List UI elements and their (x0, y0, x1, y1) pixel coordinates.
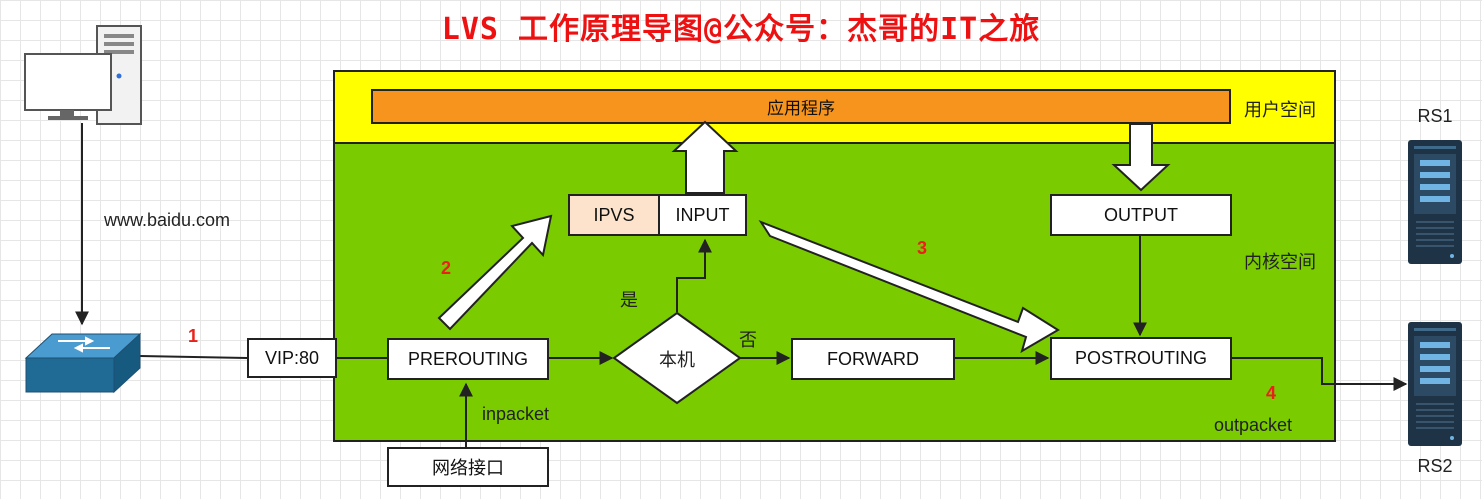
step-1-label: 1 (188, 326, 199, 346)
rs1-label: RS1 (1417, 106, 1453, 126)
step-2-label: 2 (441, 258, 452, 278)
step-4-label: 4 (1266, 383, 1277, 403)
decision-diamond (612, 311, 742, 405)
yes-label: 是 (620, 290, 638, 310)
rs2-server-icon (1408, 322, 1462, 446)
step-3-label: 3 (917, 238, 928, 258)
prerouting-box: PREROUTING (387, 338, 549, 380)
url-label: www.baidu.com (104, 210, 231, 230)
rs2-label: RS2 (1417, 456, 1453, 476)
decision-label: 本机 (659, 350, 695, 370)
client-computer-icon (24, 25, 142, 125)
application-box: 应用程序 (371, 89, 1231, 124)
switch-to-vip-line (139, 355, 248, 359)
step2-arrow (437, 214, 553, 331)
diagram-title: LVS 工作原理导图@公众号：杰哥的IT之旅 (441, 12, 1041, 47)
kernel-space-label: 内核空间 (1244, 252, 1316, 272)
kernel-space-region (333, 142, 1336, 442)
output-box: OUTPUT (1050, 194, 1232, 236)
network-switch-icon (24, 332, 142, 394)
input-up-arrow (671, 120, 739, 194)
rs1-server-icon (1408, 140, 1462, 264)
decision-to-input-line (676, 238, 712, 312)
postrouting-to-rs2-line (1231, 357, 1408, 391)
forward-box: FORWARD (791, 338, 955, 380)
vip-box: VIP:80 (247, 338, 337, 378)
step3-arrow (758, 219, 1060, 354)
ipvs-box: IPVS (568, 194, 660, 236)
user-space-label: 用户空间 (1244, 100, 1316, 120)
outpacket-label: outpacket (1214, 415, 1293, 435)
no-label: 否 (739, 330, 757, 350)
app-to-output-arrow (1111, 123, 1171, 192)
inpacket-label: inpacket (482, 404, 550, 424)
postrouting-box: POSTROUTING (1050, 337, 1232, 380)
network-interface-box: 网络接口 (387, 447, 549, 487)
input-box: INPUT (658, 194, 747, 236)
